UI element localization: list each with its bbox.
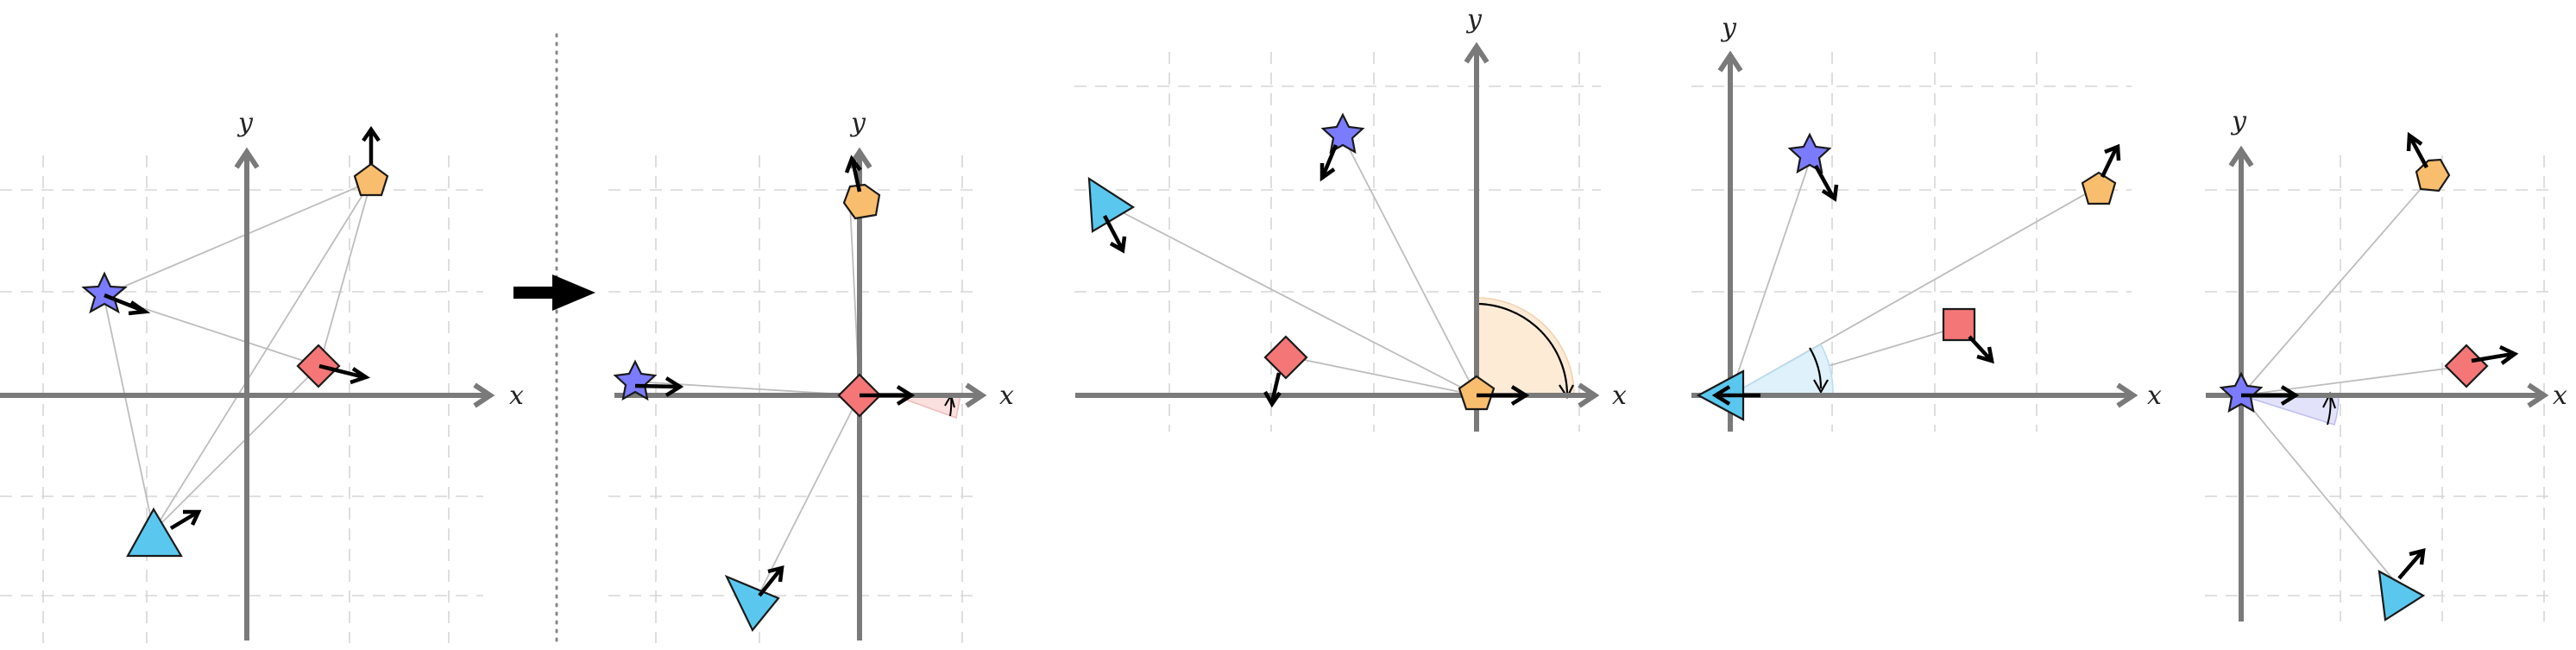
star-shape [1787, 132, 1839, 202]
triangle-shape [1087, 176, 1136, 254]
triangle-shape [2378, 548, 2426, 622]
grid [1691, 52, 2132, 432]
triangle-shape [1696, 369, 1760, 421]
diamond-icon [1942, 307, 1976, 342]
pentagon-shape [1458, 375, 1530, 411]
y-axis-label: y [849, 108, 866, 138]
star-icon [2219, 371, 2264, 413]
axes: x y [1691, 13, 2162, 432]
pentagon-icon [2415, 158, 2451, 192]
triangle-icon [1087, 176, 1136, 233]
axes: x y [614, 108, 1014, 641]
star-shape [613, 359, 684, 401]
diamond-shape [2444, 344, 2519, 388]
connector-lines [103, 180, 372, 532]
triangle-icon [2378, 569, 2426, 622]
connector-lines [1108, 136, 1477, 396]
connector-lines [2240, 175, 2467, 590]
triangle-shape [126, 507, 202, 558]
star-icon [1320, 112, 1365, 155]
panel-diamond-frame: x y [608, 108, 1014, 643]
panel-triangle-frame: x y [1691, 13, 2162, 432]
diamond-shape [837, 373, 916, 418]
y-axis-label: y [2230, 106, 2247, 136]
triangle-icon [126, 507, 183, 558]
angle-marker [893, 393, 961, 420]
y-axis-label: y [236, 108, 254, 138]
triangle-shape [724, 565, 784, 633]
x-axis-label: x [1612, 381, 1627, 411]
grid [1074, 52, 1601, 432]
right-arrow-icon [513, 275, 595, 311]
grid [0, 155, 483, 643]
connector-lines [634, 203, 860, 601]
grid [2205, 155, 2554, 622]
panel-original: x y [0, 108, 524, 643]
diamond-shape [1263, 335, 1308, 408]
diamond-icon [296, 344, 341, 388]
pentagon-icon [2081, 171, 2117, 205]
diamond-shape [1942, 307, 1994, 364]
axes: x y [0, 108, 524, 641]
y-axis-label: y [1720, 13, 1737, 43]
star-icon [81, 271, 128, 314]
diamond-shape [296, 344, 371, 388]
triangle-icon [724, 574, 780, 633]
panel-pentagon-frame: x y [1074, 4, 1627, 432]
star-shape [1319, 112, 1365, 182]
panel-star-frame: x y [2205, 106, 2567, 622]
star-icon [613, 359, 658, 401]
angle-marker [1476, 297, 1575, 400]
diamond-icon [1263, 335, 1308, 380]
y-axis-label: y [1465, 4, 1483, 35]
pentagon-shape [842, 155, 881, 220]
x-axis-label: x [2553, 381, 2567, 411]
axes: x y [2206, 106, 2567, 622]
pentagon-shape [2081, 143, 2121, 205]
pentagon-shape [2406, 131, 2451, 192]
star-shape [2219, 371, 2300, 413]
star-shape [81, 271, 151, 316]
pentagon-icon [353, 162, 389, 197]
star-icon [1787, 132, 1832, 174]
pentagon-icon [842, 183, 881, 220]
pentagon-shape [353, 126, 389, 197]
diamond-icon [2444, 344, 2489, 388]
x-axis-label: x [509, 381, 524, 411]
pentagon-icon [1458, 375, 1496, 411]
x-axis-label: x [999, 381, 1014, 411]
x-axis-label: x [2147, 381, 2162, 411]
